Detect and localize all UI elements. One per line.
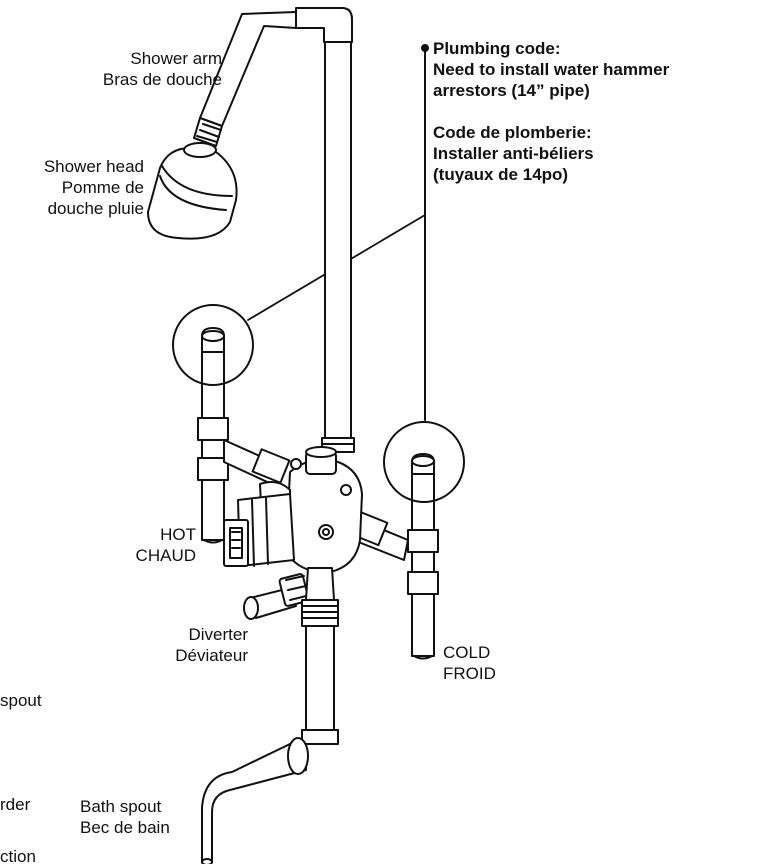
bath-supply-pipe	[301, 567, 339, 745]
plumbing-code-line2-en: arrestors (14” pipe)	[433, 81, 590, 100]
plumbing-code-title-en: Plumbing code:	[433, 39, 561, 58]
plumbing-code-line1-en: Need to install water hammer	[433, 60, 670, 79]
label-shower-head-fr1: Pomme de	[61, 178, 144, 197]
valve-cartridge	[223, 493, 295, 567]
label-diverter: Diverter Déviateur	[140, 624, 248, 666]
label-shower-head: Shower head Pomme de douche pluie	[2, 156, 144, 219]
plumbing-code-title-fr: Code de plomberie:	[433, 123, 592, 142]
label-cold: COLD FROID	[443, 642, 496, 684]
label-hot-en: HOT	[160, 525, 196, 544]
hot-supply-pipe	[197, 327, 229, 544]
label-shower-arm-fr: Bras de douche	[102, 70, 222, 89]
label-plumbing-code: Plumbing code: Need to install water ham…	[433, 38, 669, 185]
shower-head	[147, 142, 238, 240]
label-hot-fr: CHAUD	[135, 546, 196, 565]
label-hot: HOT CHAUD	[100, 524, 196, 566]
cold-supply-pipe	[407, 453, 439, 660]
label-shower-arm: Shower arm Bras de douche	[30, 48, 222, 90]
label-cold-en: COLD	[443, 643, 491, 662]
cut-label-1: spout	[0, 691, 42, 710]
label-bath-spout: Bath spout Bec de bain	[80, 796, 170, 838]
bath-spout	[201, 737, 309, 864]
label-diverter-fr: Déviateur	[175, 646, 248, 665]
cut-label-2: rder	[0, 795, 31, 814]
label-bath-spout-fr: Bec de bain	[80, 818, 170, 837]
shower-riser-pipe	[321, 41, 355, 453]
hot-inlet-arm	[223, 439, 291, 487]
label-shower-head-fr2: douche pluie	[47, 199, 144, 218]
top-elbow	[295, 7, 353, 43]
diverter-handle	[243, 573, 310, 620]
label-shower-arm-en: Shower arm	[130, 49, 222, 68]
plumbing-code-line1-fr: Installer anti-béliers	[433, 144, 594, 163]
callout-circles	[172, 304, 465, 503]
label-shower-head-en: Shower head	[43, 157, 144, 176]
label-bath-spout-en: Bath spout	[80, 797, 162, 816]
label-diverter-en: Diverter	[188, 625, 248, 644]
plumbing-code-line2-fr: (tuyaux de 14po)	[433, 165, 569, 184]
cut-label-3: ction	[0, 847, 36, 864]
label-cold-fr: FROID	[443, 664, 496, 683]
